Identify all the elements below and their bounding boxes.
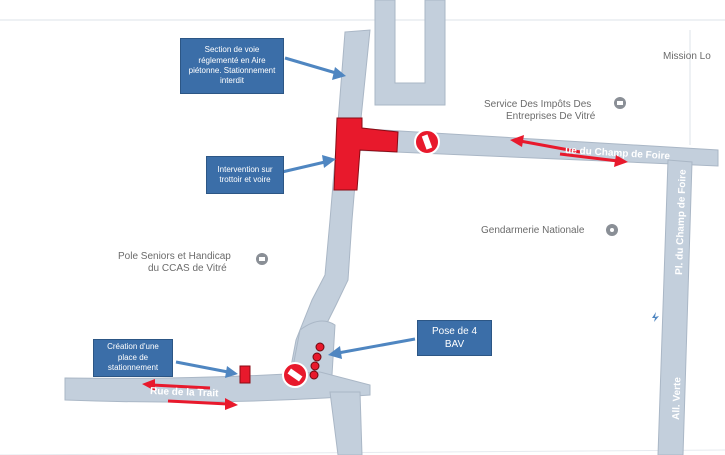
traffic-arrows: [142, 135, 628, 410]
callout-pose-line2: BAV: [444, 339, 465, 350]
poi-label-impots-1: Service Des Impôts Des: [484, 99, 591, 110]
callout-arrows: [175, 56, 416, 378]
traffic-arrow-east-bottom: [167, 399, 229, 406]
callout-creation-text: Création d'une place de stationnement: [107, 342, 159, 373]
work-zone-parking: [239, 365, 251, 384]
traffic-arrow-east-bottom-head: [225, 398, 238, 410]
poi-label-impots-2: Entreprises De Vitré: [506, 111, 596, 122]
callout-intervention-text: Intervention sur trottoir et voire: [217, 164, 273, 184]
bolt-icon: [652, 312, 659, 322]
work-zones: [239, 117, 399, 384]
traffic-arrow-east: [559, 152, 619, 163]
poi-icon-pole-seniors: [256, 253, 268, 265]
bav-dot: [312, 352, 322, 362]
poi-label-gendarmerie: Gendarmerie Nationale: [481, 225, 585, 236]
street-label-trait: Rue de la Trait: [150, 386, 219, 399]
no-entry-sign-bottom: [282, 362, 308, 388]
poi-label-mission: Mission Lo: [663, 51, 711, 62]
bav-dot: [309, 370, 319, 380]
work-zone-intersection: [333, 117, 399, 191]
bav-markers: [309, 342, 325, 380]
poi-label-pole-1: Pole Seniors et Handicap: [118, 251, 231, 262]
road-pl-champ-de-foire: [657, 159, 693, 455]
callout-creation: Création d'une place de stationnement: [93, 339, 173, 377]
callout-section-voie: Section de voie réglementé en Aire piéto…: [180, 38, 284, 94]
bav-dot: [315, 342, 325, 352]
road-loop-top: [374, 0, 446, 106]
pointer-section: [284, 56, 337, 75]
poi-label-pole-2: du CCAS de Vitré: [148, 263, 227, 274]
no-entry-sign-top: [414, 129, 440, 155]
traffic-arrow-east-head: [614, 155, 628, 167]
callout-section-voie-text: Section de voie réglementé en Aire piéto…: [188, 45, 276, 86]
callout-pose-bav: Pose de 4 BAV: [417, 320, 492, 356]
bav-dot: [310, 361, 320, 371]
pointer-bav: [337, 337, 416, 355]
traffic-arrow-west-head: [510, 135, 524, 147]
pointer-creation: [175, 360, 229, 374]
callout-intervention: Intervention sur trottoir et voire: [206, 156, 284, 194]
traffic-arrow-west-bottom-head: [142, 379, 155, 391]
traffic-arrow-west: [519, 139, 581, 154]
road-main-vertical: [289, 29, 371, 373]
street-label-all-verte: All. Verte: [671, 377, 684, 421]
pointer-intervention: [281, 160, 326, 174]
callout-pose-line1: Pose de 4: [431, 326, 478, 337]
poi-icon-impots: [614, 97, 626, 109]
street-label-pl-champ-de-foire: Pl. du Champ de Foire: [674, 169, 689, 275]
traffic-arrow-west-bottom: [151, 383, 211, 390]
road-bottom-south: [329, 391, 363, 455]
scan-line: [0, 449, 725, 455]
poi-icon-gendarmerie: [606, 224, 618, 236]
